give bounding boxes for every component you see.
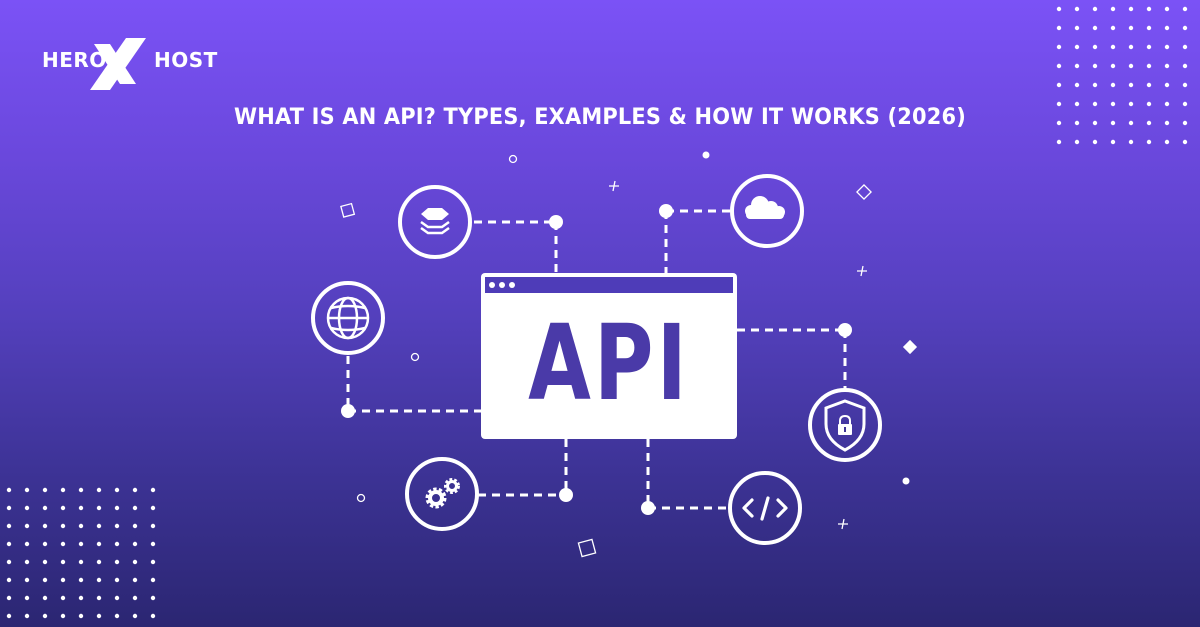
- api-label: API: [528, 302, 690, 424]
- shield-lock-icon: [824, 399, 866, 452]
- decorations: [340, 154, 872, 558]
- herohost-logo[interactable]: HERO HOST: [42, 38, 217, 90]
- globe-icon: [326, 296, 370, 340]
- api-browser-window: API: [481, 273, 737, 439]
- logo-text-hero: HERO: [42, 48, 107, 72]
- code-brackets-icon: [742, 496, 788, 521]
- page-title: WHAT IS AN API? TYPES, EXAMPLES & HOW IT…: [233, 104, 967, 130]
- dot-grid-bottom-left: [0, 484, 165, 627]
- window-dot-icon: [509, 282, 515, 288]
- gears-icon: [425, 478, 460, 509]
- dot-grid-top-right: [1050, 4, 1200, 146]
- database-stack-icon: [420, 208, 450, 235]
- window-dot-icon: [489, 282, 495, 288]
- logo-text-host: HOST: [154, 48, 218, 72]
- cloud-icon: [745, 196, 785, 219]
- logo-x-mark-icon: [90, 38, 146, 90]
- window-dot-icon: [499, 282, 505, 288]
- window-title-bar: [485, 277, 733, 293]
